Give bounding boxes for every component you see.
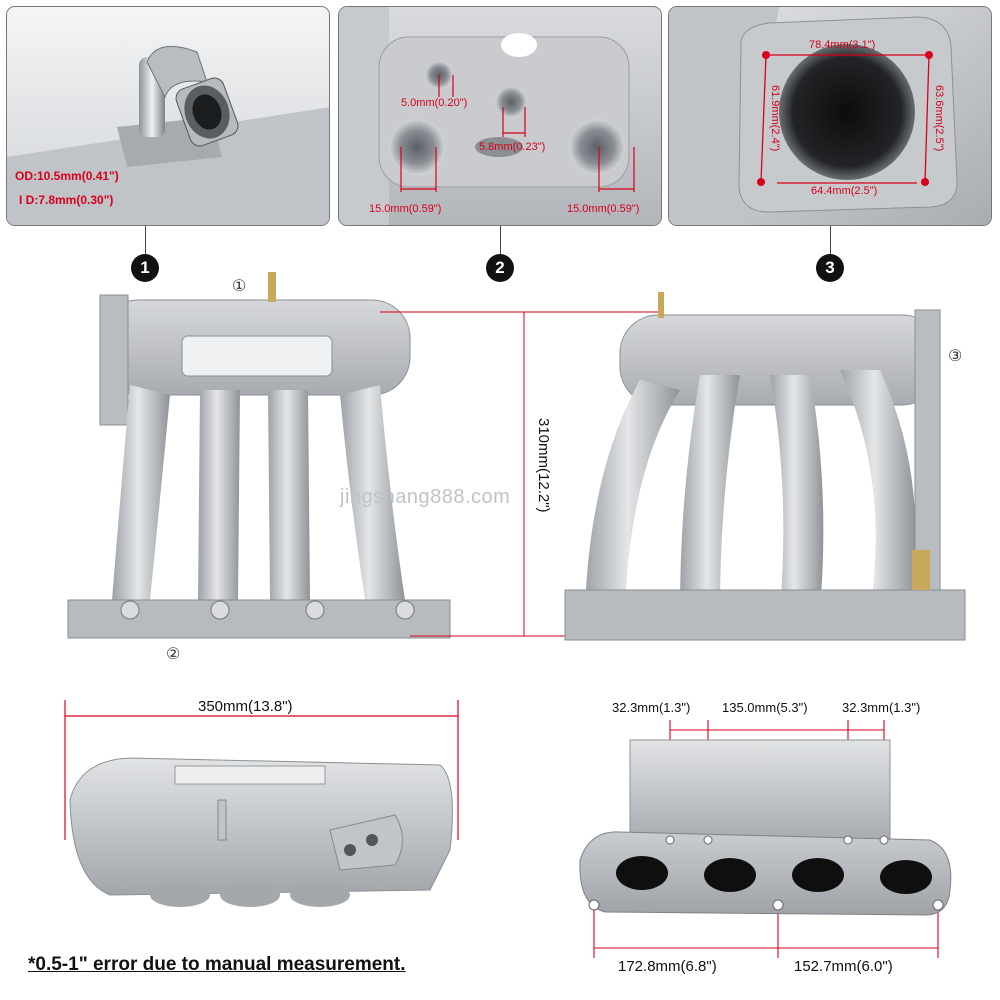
flange-left-label: 61.9mm(2.4") xyxy=(769,85,781,152)
throttle-flange-photo xyxy=(669,7,991,225)
flange-left-spacing-label: 32.3mm(1.3") xyxy=(612,700,691,715)
hole-mid-label: 5.8mm(0.23") xyxy=(479,141,546,153)
span-left-label: 172.8mm(6.8") xyxy=(618,958,717,975)
flange-top-label: 78.4mm(3.1") xyxy=(809,39,876,51)
od-label: OD:10.5mm(0.41") xyxy=(15,169,119,183)
hole-small-label: 5.0mm(0.20") xyxy=(401,97,468,109)
height-label: 310mm(12.2") xyxy=(535,418,552,513)
callout-2: ② xyxy=(166,646,181,663)
span-right-label: 152.7mm(6.0") xyxy=(794,958,893,975)
detail-panel-1: OD:10.5mm(0.41") I D:7.8mm(0.30") xyxy=(6,6,330,226)
flange-bottom-label: 64.4mm(2.5") xyxy=(811,185,878,197)
callout-3: ③ xyxy=(948,348,963,365)
vacuum-fitting-photo xyxy=(7,7,329,225)
detail-panel-3: 78.4mm(3.1") 61.9mm(2.4") 63.6mm(2.5") 6… xyxy=(668,6,992,226)
manifold-flange-view xyxy=(579,739,952,916)
leader-line-3 xyxy=(830,226,831,256)
flange-right-spacing-label: 32.3mm(1.3") xyxy=(842,700,921,715)
port-left-label: 15.0mm(0.59") xyxy=(369,203,442,215)
measurement-note: *0.5-1" error due to manual measurement. xyxy=(28,954,406,975)
flange-mid-spacing-label: 135.0mm(5.3") xyxy=(722,700,808,715)
badge-3: 3 xyxy=(816,254,844,282)
badge-1: 1 xyxy=(131,254,159,282)
length-label: 350mm(13.8") xyxy=(198,698,293,715)
callout-1: ① xyxy=(232,278,247,295)
flange-ports-photo xyxy=(339,7,661,225)
manifold-side-view xyxy=(69,757,453,907)
port-right-label: 15.0mm(0.59") xyxy=(567,203,640,215)
manifold-views xyxy=(67,272,966,641)
detail-panel-2: 5.0mm(0.20") 5.8mm(0.23") 15.0mm(0.59") … xyxy=(338,6,662,226)
badge-2: 2 xyxy=(486,254,514,282)
id-label: I D:7.8mm(0.30") xyxy=(19,193,114,207)
leader-line-2 xyxy=(500,226,501,256)
manifold-front-view xyxy=(67,272,451,639)
bottom-views xyxy=(64,700,952,958)
flange-right-label: 63.6mm(2.5") xyxy=(933,85,945,152)
leader-line-1 xyxy=(145,226,146,256)
manifold-rear-view xyxy=(564,292,966,641)
watermark: jingshang888.com xyxy=(340,486,511,508)
